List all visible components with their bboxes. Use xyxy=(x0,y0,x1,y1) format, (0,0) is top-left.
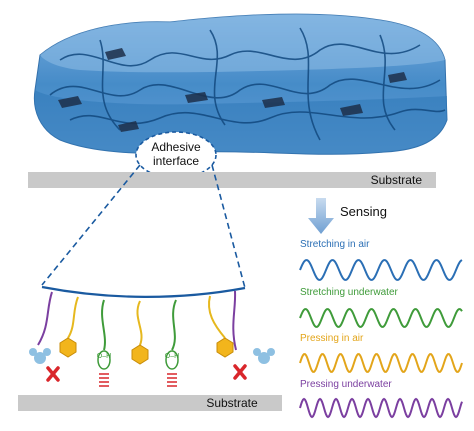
hydrogel-block xyxy=(33,13,448,155)
signal-wave-0 xyxy=(299,259,463,281)
signal-label-3: Pressing underwater xyxy=(300,379,392,390)
filler-particles xyxy=(58,48,407,132)
signal-wave-2 xyxy=(299,353,463,373)
polymer-backbone xyxy=(41,285,246,298)
hydrogen-bonds xyxy=(99,373,177,387)
signal-label-0: Stretching in air xyxy=(300,239,370,250)
hexagon-groups xyxy=(59,337,234,365)
adhesive-interface-label-line1: Adhesive xyxy=(151,140,201,154)
substrate-top-label: Substrate xyxy=(371,173,423,187)
substrate-bottom-label: Substrate xyxy=(206,396,258,410)
signal-label-2: Pressing in air xyxy=(300,333,364,344)
oh-right-label: O–H xyxy=(165,353,179,360)
sensing-label: Sensing xyxy=(340,204,387,219)
oh-left-label: O–H xyxy=(97,353,111,360)
signal-label-1: Stretching underwater xyxy=(300,287,399,298)
zoom-lines xyxy=(41,164,246,289)
blocked-marks xyxy=(46,364,247,382)
substrate-bottom xyxy=(18,395,282,411)
hydroxyl-groups: O–H O–H xyxy=(97,350,179,370)
side-chains xyxy=(37,290,237,351)
water-molecules xyxy=(29,348,275,364)
signal-wave-1 xyxy=(299,308,463,328)
adhesive-interface-label-line2: interface xyxy=(153,154,199,168)
signal-wave-3 xyxy=(299,397,463,419)
sensing-arrow xyxy=(308,198,334,234)
